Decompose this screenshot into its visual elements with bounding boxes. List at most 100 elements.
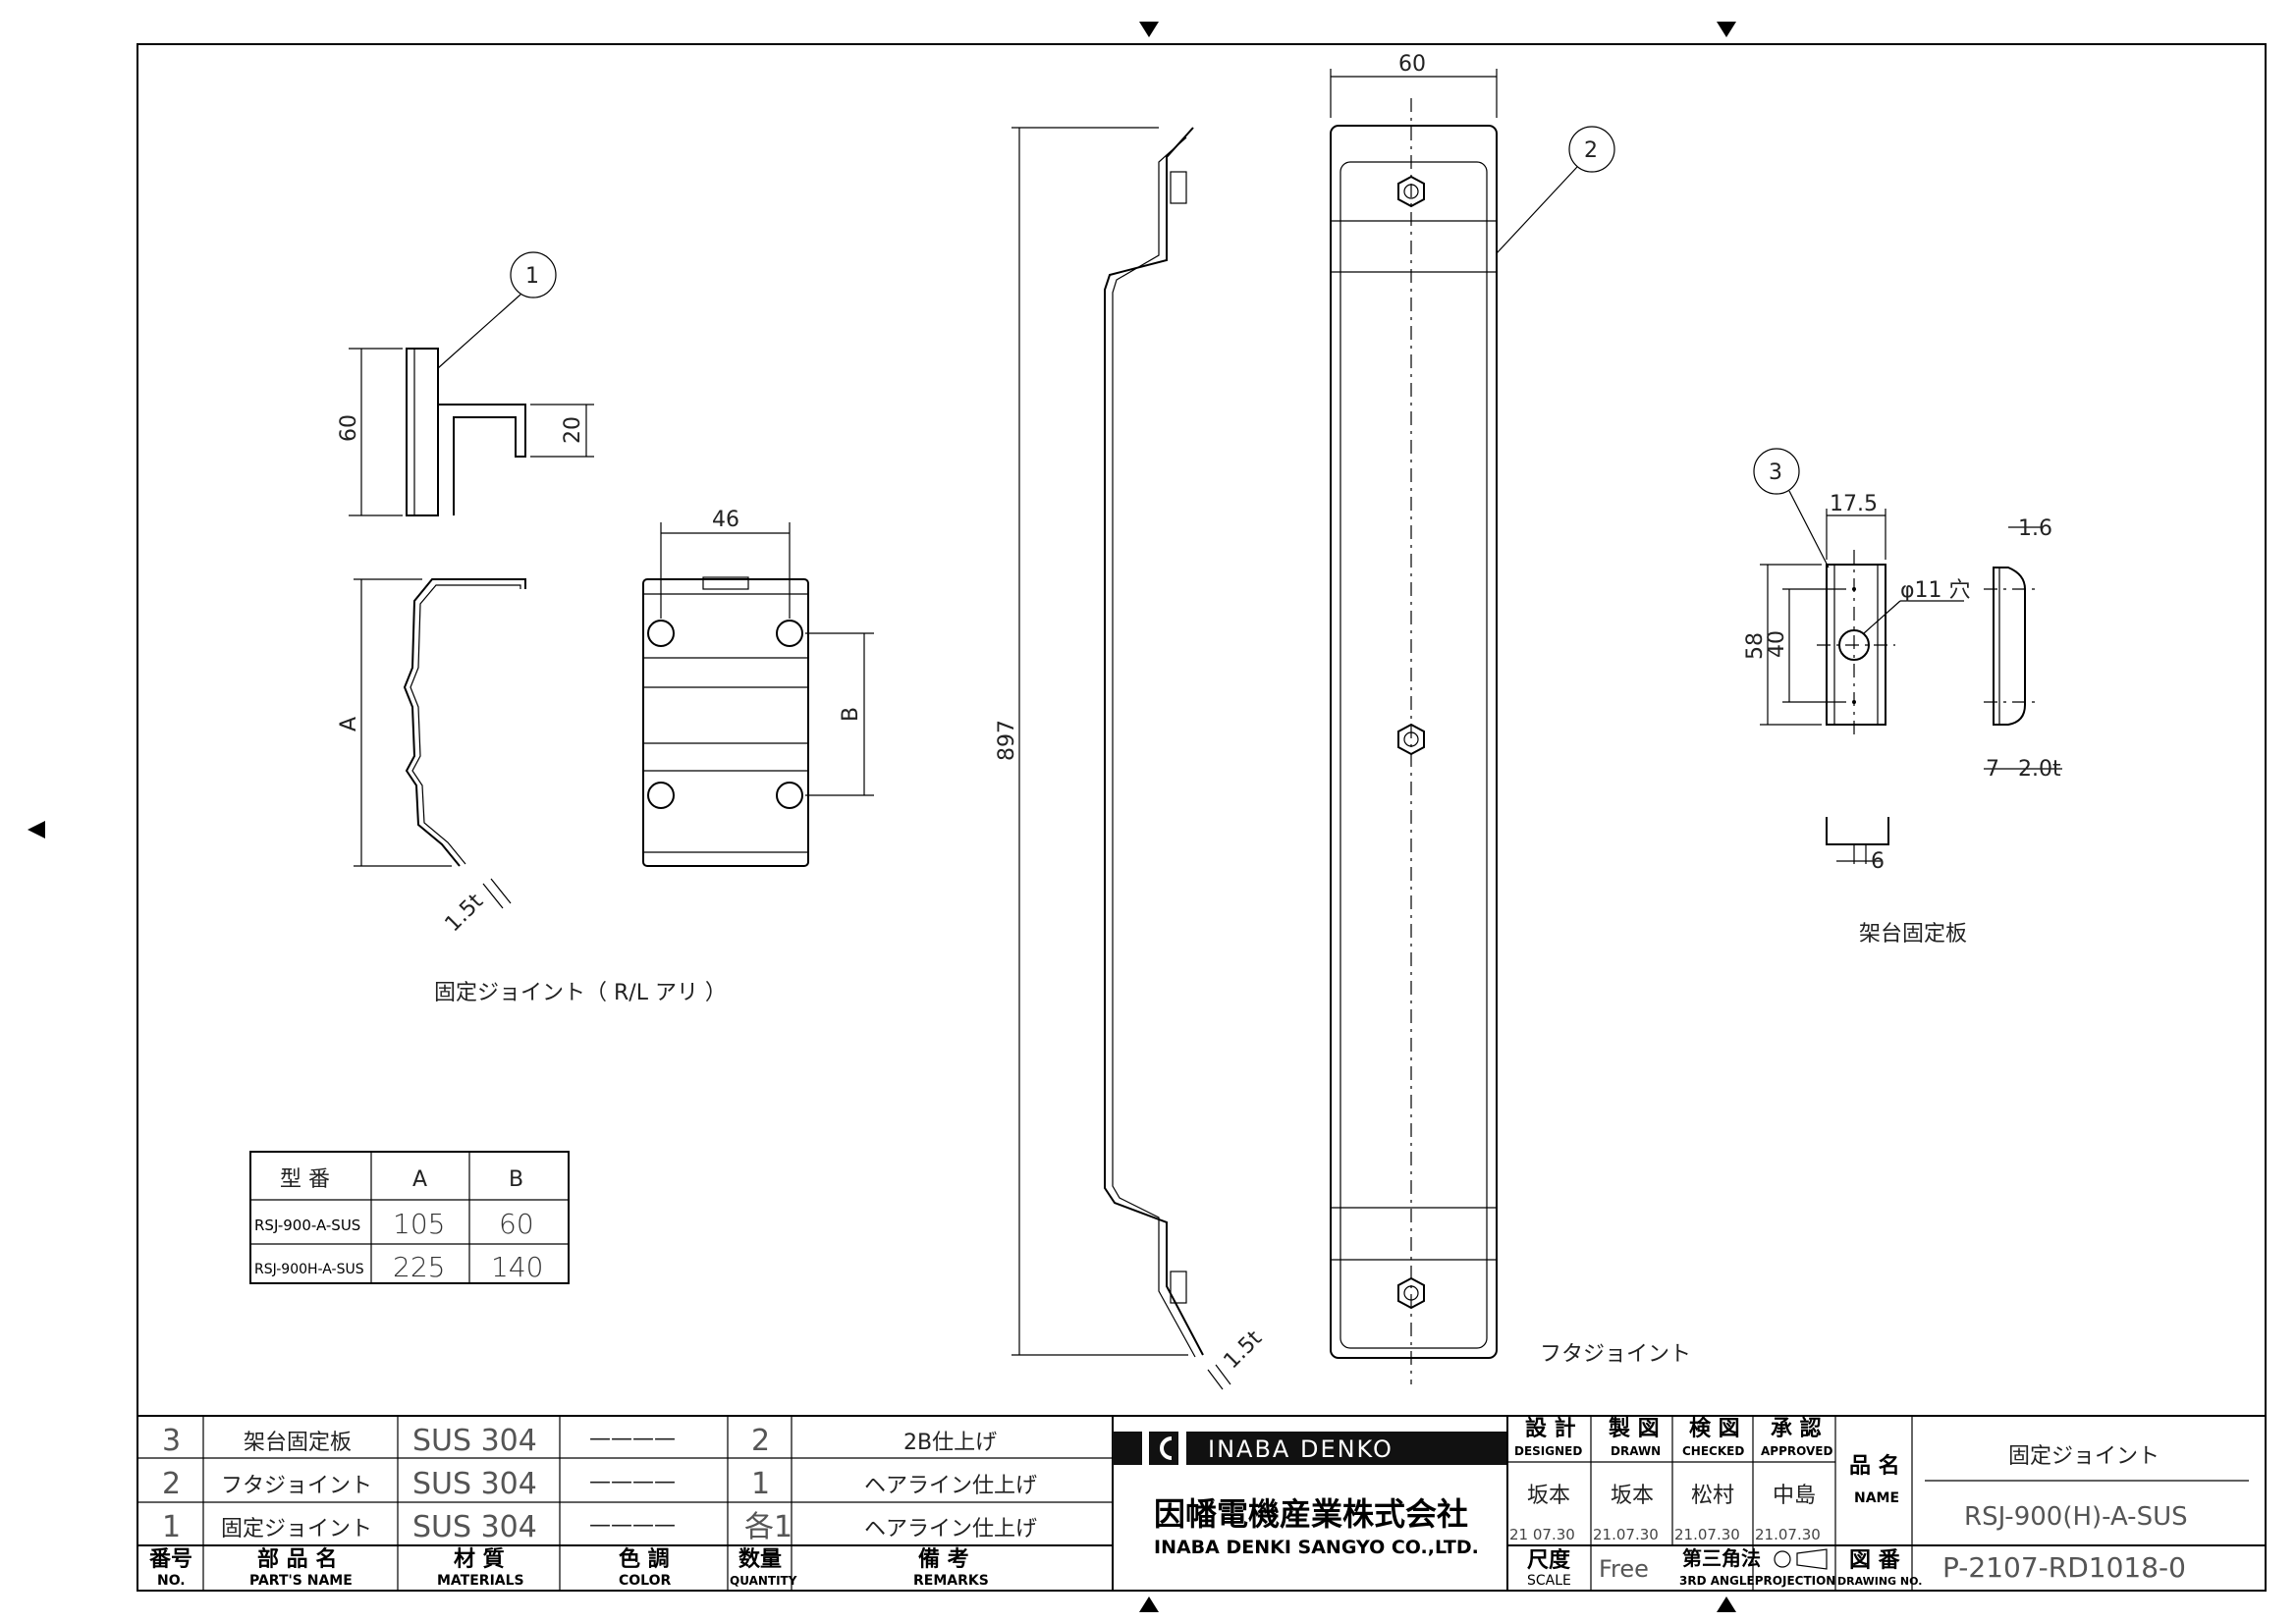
dim-hook-label: 20 [561, 416, 585, 444]
dim-b-label: B [839, 707, 863, 722]
parts-list-rows-0-qty: 2 [751, 1424, 770, 1458]
product-name: 固定ジョイント [2008, 1444, 2159, 1469]
parts-list-rows-2-material: SUS 304 [412, 1510, 537, 1544]
title-block-scale-jp: 尺度 [1527, 1547, 1571, 1573]
balloon-2 [1568, 126, 1615, 173]
balloon-2-label: 2 [1584, 138, 1598, 163]
title-block-designer: 坂本 [1527, 1484, 1570, 1508]
part1-profile-view: A 1.5t [337, 578, 526, 937]
parts-list-rows-0-remarks: 2B仕上げ [903, 1431, 997, 1455]
parts-list-rows-2-name: 固定ジョイント [221, 1517, 372, 1542]
parts-list-row: 3 架台固定板 SUS 304 ———— 2 2B仕上げ [162, 1424, 997, 1458]
part2-front-view: 60 2 [1330, 52, 1615, 1384]
size-table-model: RSJ-900-A-SUS [254, 1217, 360, 1234]
parts-list [137, 1415, 2266, 1591]
dim-40-label: 40 [1765, 630, 1789, 658]
dim-6-label: 6 [1871, 849, 1885, 874]
parts-list-headers-material-jp: 材 質 [454, 1547, 505, 1572]
title-block-designed-date: 21 07.30 [1509, 1526, 1575, 1543]
size-table-a: 105 [393, 1208, 445, 1240]
hole-label: φ11 穴 [1900, 578, 1971, 603]
parts-list-header: 番号 NO. 部 品 名 PART'S NAME 材 質 MATERIALS 色… [148, 1546, 989, 1589]
drawing-frame [137, 43, 2267, 1592]
thickness-label: 2.0t [2018, 757, 2061, 782]
company-name-jp: 因幡電機産業株式会社 [1154, 1495, 1468, 1533]
dim-width-label: 17.5 [1830, 492, 1878, 516]
parts-list-rows-0-no: 3 [162, 1424, 181, 1458]
parts-list-rows-0-color: ———— [589, 1427, 676, 1451]
title-block-projection-jp: 第三角法 [1682, 1546, 1761, 1570]
parts-list-rows-1-qty: 1 [751, 1467, 770, 1501]
dim-thick-label: 1.6 [2018, 516, 2052, 541]
thickness-label: 1.5t [441, 889, 489, 937]
parts-list-rows-2-no: 1 [162, 1510, 181, 1544]
dim-width-label: 60 [1398, 52, 1426, 77]
balloon-3 [1753, 448, 1800, 495]
part2-side-view: 897 1.5t [995, 127, 1268, 1390]
parts-list-rows-0-material: SUS 304 [412, 1424, 537, 1458]
parts-list-headers-remarks-en: REMARKS [913, 1573, 989, 1589]
parts-list-rows-2-qty: 各1 [744, 1510, 793, 1544]
title-block-name-label-en: NAME [1854, 1490, 1899, 1506]
parts-list-headers-name-en: PART'S NAME [249, 1573, 353, 1589]
size-table-b: 60 [499, 1208, 534, 1240]
company-block: INABA DENKO 因幡電機産業株式会社 INABA DENKI SANGY… [1113, 1432, 1507, 1558]
dim-height-label: 60 [337, 414, 361, 442]
parts-list-rows-2-remarks: ヘアライン仕上げ [864, 1517, 1037, 1542]
title-block-approved-date: 21.07.30 [1755, 1526, 1821, 1543]
part1-front-view: 46 B [642, 508, 874, 867]
projection-symbol-icon [1774, 1550, 1791, 1568]
dim-7-label: 7 [1986, 757, 1999, 782]
title-block-drawing-no-jp: 図 番 [1849, 1548, 1901, 1573]
center-mark-top-left [1139, 22, 1159, 37]
balloon-1 [510, 251, 557, 298]
title-block-scale-en: SCALE [1527, 1573, 1571, 1589]
size-table-header-model: 型 番 [280, 1167, 330, 1192]
company-logo-text: INABA DENKO [1208, 1435, 1394, 1463]
parts-list-headers-qty-en: QUANTITY [730, 1574, 797, 1588]
dim-a-label: A [337, 717, 361, 731]
title-block-designed-jp: 設 計 [1525, 1416, 1576, 1441]
parts-list-rows-1-color: ———— [589, 1470, 676, 1494]
title-block-approved-en: APPROVED [1761, 1444, 1832, 1458]
center-mark-bottom-left [1139, 1596, 1159, 1612]
parts-list-headers-name-jp: 部 品 名 [257, 1546, 337, 1572]
parts-list-headers-material-en: MATERIALS [437, 1573, 524, 1589]
parts-list-rows-1-material: SUS 304 [412, 1467, 537, 1501]
size-table-a: 225 [393, 1251, 445, 1283]
title-block-drawn-en: DRAWN [1611, 1444, 1661, 1458]
part3-views: 17.5 58 40 φ11 穴 3 1.6 7 2.0t 6 [1743, 448, 2062, 874]
part1-side-view: 60 20 1 [337, 251, 594, 516]
size-table: 型 番 A B RSJ-900-A-SUS 105 60 RSJ-900H-A-… [249, 1151, 570, 1284]
parts-list-headers-no-jp: 番号 [148, 1547, 192, 1572]
scale-value: Free [1599, 1555, 1649, 1583]
parts-list-headers-color-en: COLOR [619, 1573, 671, 1589]
title-block-approver: 中島 [1773, 1484, 1816, 1508]
approval-block: 設 計 DESIGNED 製 図 DRAWN 検 図 CHECKED 承 認 A… [1506, 1416, 2266, 1591]
parts-list-row: 2 フタジョイント SUS 304 ———— 1 ヘアライン仕上げ [162, 1467, 1037, 1501]
title-block-drawing-no-en: DRAWING NO. [1837, 1575, 1922, 1588]
title-block-checked-date: 21.07.30 [1674, 1526, 1740, 1543]
size-table-header-b: B [509, 1167, 523, 1192]
part2-caption: フタジョイント [1540, 1342, 1691, 1367]
parts-list-headers-qty-jp: 数量 [738, 1546, 782, 1572]
center-mark-top-right [1717, 22, 1736, 37]
parts-list-rows-1-remarks: ヘアライン仕上げ [864, 1474, 1037, 1498]
part1-caption: 固定ジョイント（ R/L アリ ） [434, 981, 727, 1005]
parts-list-headers-no-en: NO. [157, 1573, 186, 1589]
parts-list-rows-0-name: 架台固定板 [244, 1431, 352, 1455]
balloon-1-label: 1 [525, 264, 539, 289]
title-block-drawn-jp: 製 図 [1608, 1416, 1660, 1441]
title-block-approved-jp: 承 認 [1771, 1416, 1822, 1441]
title-block-drawer: 坂本 [1611, 1484, 1654, 1508]
title-block-projection-en: 3RD ANGLEPROJECTION [1679, 1574, 1835, 1588]
parts-list-headers-color-jp: 色 調 [619, 1546, 670, 1572]
size-table-model: RSJ-900H-A-SUS [254, 1262, 364, 1277]
thickness-label: 1.5t [1220, 1325, 1268, 1374]
center-mark-left [27, 821, 45, 839]
center-mark-bottom-right [1717, 1596, 1736, 1612]
title-block-checked-jp: 検 図 [1689, 1417, 1740, 1441]
part3-caption: 架台固定板 [1859, 922, 1967, 947]
product-model: RSJ-900(H)-A-SUS [1964, 1502, 2188, 1532]
